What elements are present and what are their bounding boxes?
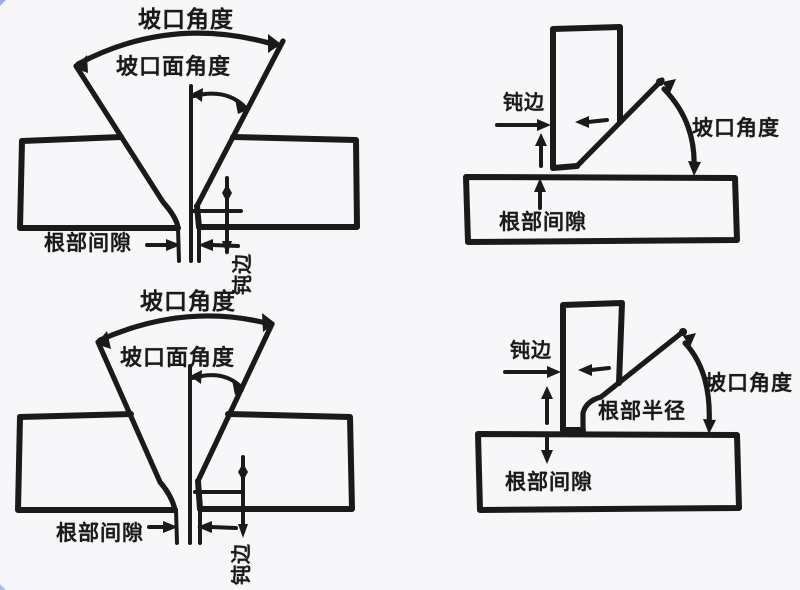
root-gap-arrow-down <box>541 450 553 464</box>
left-groove-face <box>95 339 178 513</box>
arc-arrowhead-top <box>662 79 676 93</box>
root-face-leader-right <box>589 366 611 372</box>
root-face-ext-arrow-up <box>541 386 553 399</box>
small-arc-arrowhead-left <box>190 370 202 384</box>
base-plate-outline <box>463 174 740 245</box>
root-gap-arrow-left <box>166 239 181 251</box>
arc-arrowhead-right <box>262 313 275 332</box>
groove-angle-arc <box>97 313 273 343</box>
groove-tip-dot <box>679 328 687 336</box>
root-face-arrow-right <box>578 364 592 376</box>
root-face-arrow-left <box>547 366 561 378</box>
vertical-plate-outline <box>550 24 623 171</box>
corner-accent-bottom-left <box>0 584 6 590</box>
label-root-gap-top-left: 根部间隙 <box>44 232 132 255</box>
label-root-face-top-right: 钝边 <box>503 92 545 114</box>
label-root-gap-bottom-right: 根部间隙 <box>505 471 593 494</box>
bevel-groove-face <box>574 77 665 169</box>
root-gap-leader-right <box>209 525 238 530</box>
right-groove-face <box>195 321 275 484</box>
groove-angle-arc <box>682 340 712 429</box>
root-face-dim-arrow-down <box>238 524 248 538</box>
label-groove-angle-top-right: 坡口角度 <box>692 117 780 140</box>
left-plate-outline <box>15 414 178 513</box>
root-gap-arrow-right <box>198 239 213 251</box>
arc-arrowhead-left <box>96 331 111 349</box>
arc-arrowhead-bottom <box>688 161 701 176</box>
groove-angle-arc <box>661 86 697 171</box>
label-groove-angle-top-left: 坡口角度 <box>138 6 234 32</box>
root-face-leader-right <box>586 118 609 124</box>
label-groove-face-angle-bottom-left: 坡口面角度 <box>120 345 236 370</box>
corner-accent-top-left <box>0 0 6 6</box>
small-arc-arrowhead-right <box>232 380 244 395</box>
left-plate-top-edge <box>19 134 124 144</box>
root-face-dim-marker <box>222 184 232 202</box>
label-root-face-top-left: 钝边 <box>232 253 254 295</box>
arc-arrowhead-bottom <box>703 419 716 434</box>
root-gap-arrow-left <box>163 521 178 533</box>
arc-arrowhead-top <box>683 333 696 347</box>
label-groove-angle-bottom-right: 坡口角度 <box>705 372 793 395</box>
groove-angle-arc <box>75 30 279 67</box>
v-groove-top-lineart <box>17 30 360 263</box>
bevel-tip-dot <box>656 78 664 86</box>
left-plate-top-edge <box>17 411 134 420</box>
bevel-tee-top-lineart <box>463 24 740 245</box>
label-groove-angle-bottom-left: 坡口角度 <box>140 288 236 314</box>
label-root-face-bottom-right: 钝边 <box>510 340 552 362</box>
small-arc-arrowhead-left <box>191 88 203 102</box>
label-groove-face-angle-top-left: 坡口面角度 <box>116 54 232 79</box>
label-root-gap-top-right: 根部间隙 <box>499 211 587 234</box>
left-plate-outline <box>17 138 181 231</box>
right-groove-face <box>194 38 286 209</box>
root-face-ext-arrow-up <box>535 133 547 146</box>
small-arc-arrowhead-right <box>235 99 247 114</box>
vertical-plate-bottom <box>550 163 580 171</box>
root-gap-arrow-up <box>534 178 546 192</box>
right-plate-outline <box>194 134 360 230</box>
arc-arrowhead-right <box>268 34 281 53</box>
base-plate-outline <box>475 431 742 513</box>
root-gap-leader-right <box>210 243 240 248</box>
left-groove-face <box>73 63 181 231</box>
label-root-face-bottom-left: 钝边 <box>231 543 253 585</box>
arc-arrowhead-left <box>74 55 88 73</box>
v-groove-bottom-lineart <box>15 313 355 545</box>
root-face-dim-marker <box>238 463 248 481</box>
root-face-dim-arrow-down <box>222 241 232 255</box>
label-root-radius-bottom-right: 根部半径 <box>598 400 686 423</box>
j-groove-bottom-lineart <box>475 300 742 513</box>
root-face-arrow-right <box>575 116 589 128</box>
right-plate-outline <box>195 411 355 512</box>
vertical-plate-outline <box>560 300 625 433</box>
j-groove-face <box>580 328 687 433</box>
label-root-gap-bottom-left: 根部间隙 <box>56 522 144 545</box>
root-gap-arrow-right <box>197 521 212 533</box>
root-face-arrow-left <box>537 119 551 131</box>
